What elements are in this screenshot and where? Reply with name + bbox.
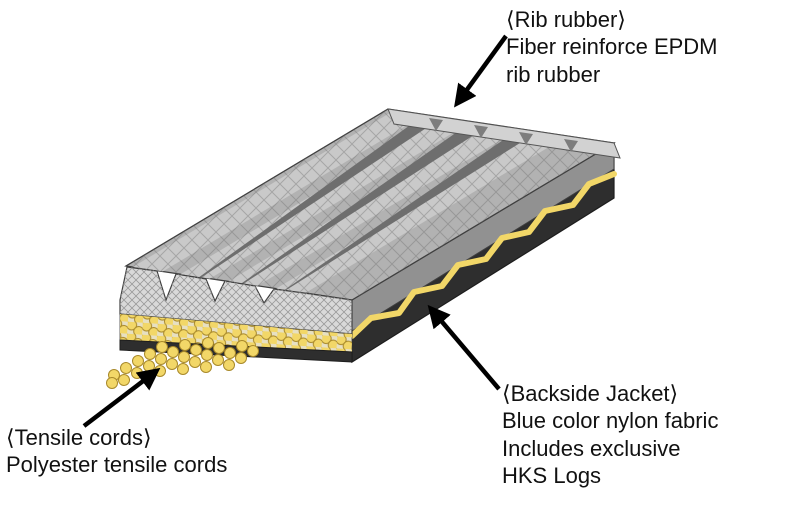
backside-jacket-line1: Blue color nylon fabric — [502, 408, 719, 434]
rib-rubber-top-surface — [124, 108, 616, 304]
rib-rubber-line2: rib rubber — [506, 61, 601, 87]
rib-rubber-line1: Fiber reinforce EPDM — [506, 34, 718, 60]
rib-rubber-title: ⟨Rib rubber⟩ — [506, 7, 626, 32]
tensile-cords-title: ⟨Tensile cords⟩ — [6, 425, 152, 450]
tensile-cords-callout: ⟨Tensile cords⟩ Polyester tensile cords — [6, 424, 227, 479]
rib-rubber-callout: ⟨Rib rubber⟩ Fiber reinforce EPDM rib ru… — [506, 6, 718, 88]
belt-cut-face — [119, 266, 353, 363]
backside-jacket-arrow — [427, 304, 501, 391]
tensile-cords-line1: Polyester tensile cords — [6, 452, 228, 478]
cord-wave-line — [349, 171, 617, 339]
tensile-cords-arrow — [82, 367, 161, 428]
backside-jacket-line3: HKS Logs — [502, 462, 602, 488]
rib-end-profile — [387, 108, 621, 159]
rib-rubber-arrow — [454, 34, 508, 108]
backside-jacket-side — [349, 141, 617, 364]
backside-jacket-line2: Includes exclusive — [502, 435, 681, 461]
backside-jacket-callout: ⟨Backside Jacket⟩ Blue color nylon fabri… — [502, 380, 718, 489]
backside-jacket-title: ⟨Backside Jacket⟩ — [502, 381, 679, 406]
bottom-rubber-layer — [119, 339, 353, 363]
